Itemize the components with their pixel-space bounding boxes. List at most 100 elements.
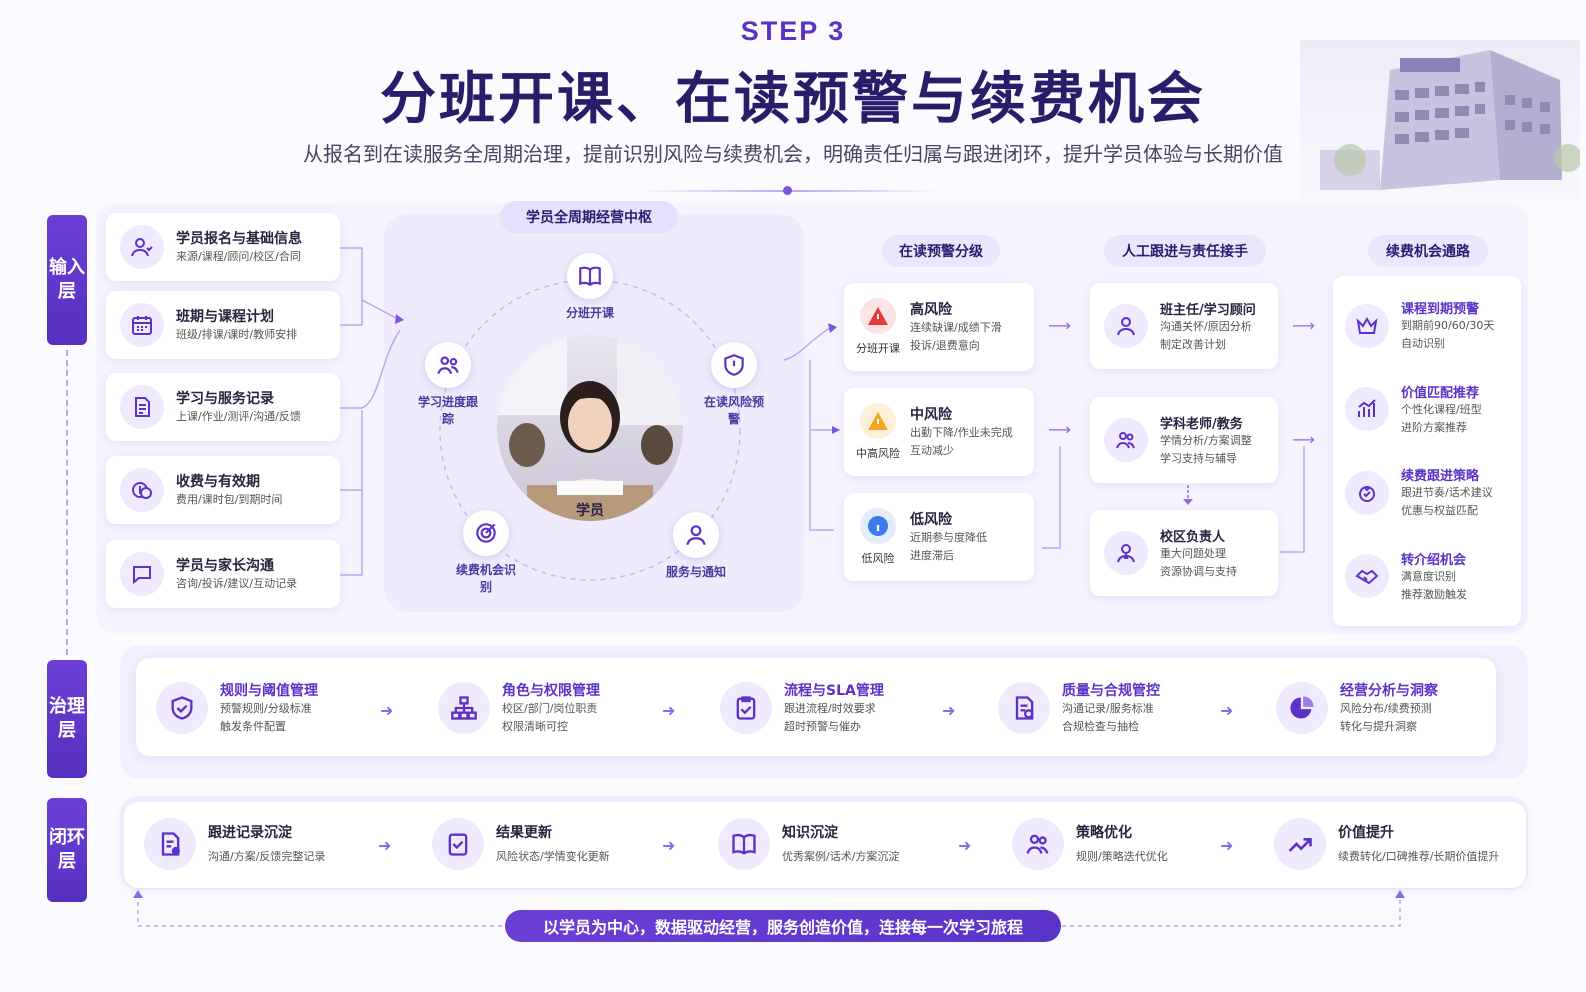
hub-node-risk-warning[interactable]: 在读风险预警 [664,342,804,428]
governance-line: 风险分布/续费预测 [1340,702,1432,715]
renewal-line: 优惠与权益匹配 [1401,504,1478,518]
loop-title: 价值提升 [1338,825,1394,841]
loop-title: 跟进记录沉淀 [208,825,292,841]
manager-icon [1104,531,1148,575]
arrow-right-icon: ➜ [1220,836,1234,855]
org-icon [438,682,490,734]
shield-icon [711,342,757,388]
warning-label: 在读预警分级 [882,235,1000,267]
followup-to-renewal-connector [1280,446,1305,553]
trend-icon [1274,818,1326,870]
renewal-item-expiry[interactable]: 课程到期预警到期前90/60/30天自动识别 [1333,284,1521,368]
arrow-right-icon: ➜ [958,836,972,855]
hub-node-learning-track[interactable]: 学习进度跟踪 [378,342,518,428]
arrow-right-icon: ➜ [662,836,676,855]
followup-card-teacher[interactable]: 学科老师/教务学情分析/方案调整学习支持与辅导 [1090,397,1278,483]
loop-title: 策略优化 [1076,825,1132,841]
warning-triangle-icon [860,298,896,334]
governance-line: 沟通记录/服务标准 [1062,702,1154,715]
notes-icon [144,818,196,870]
risk-line: 互动减少 [910,444,954,457]
followup-title: 校区负责人 [1160,529,1226,545]
arrow-right-icon: ⟶ [1048,420,1071,439]
loop-item-result-update[interactable]: 结果更新风险状态/学情变化更新 [432,818,610,870]
risk-card-low[interactable]: 低风险 低风险近期参与度降低进度滞后 [844,493,1034,581]
renewal-item-recommend[interactable]: 价值匹配推荐个性化课程/班型进阶方案推荐 [1333,368,1521,452]
followup-title: 学科老师/教务 [1160,416,1243,432]
hub-node-service-notify[interactable]: 服务与通知 [626,512,766,581]
governance-item-roles[interactable]: 角色与权限管理校区/部门/岗位职责权限清晰可控 [438,680,600,736]
caution-triangle-icon [860,403,896,439]
input-card-sub: 费用/课时包/到期时间 [176,493,283,506]
loop-item-records[interactable]: 跟进记录沉淀沟通/方案/反馈完整记录 [144,818,325,870]
layer-tab-governance: 治理层 [47,660,87,778]
governance-item-sla[interactable]: 流程与SLA管理跟进流程/时效要求超时预警与催办 [720,680,884,736]
hub-node-class-start[interactable]: 分班开课 [520,253,660,322]
loop-item-knowledge[interactable]: 知识沉淀优秀案例/话术/方案沉淀 [718,818,899,870]
hub-node-renewal-detect[interactable]: 续费机会识别 [416,510,556,596]
governance-title: 流程与SLA管理 [784,683,884,699]
chart-icon [1345,387,1389,432]
risk-badge-label: 低风险 [861,552,895,565]
hub-ring [439,279,741,581]
renewal-item-strategy[interactable]: 续费跟进策略跟进节奏/话术建议优惠与权益匹配 [1333,451,1521,535]
input-card-title: 收费与有效期 [176,474,260,490]
governance-title: 质量与合规管控 [1062,683,1160,699]
loop-title: 结果更新 [496,825,552,841]
user-card-icon [120,225,164,269]
hub-center-label: 学员 [576,503,604,519]
arrow-right-icon: ⟶ [1292,316,1315,335]
governance-item-rules[interactable]: 规则与阈值管理预警规则/分级标准触发条件配置 [156,680,318,736]
loop-sub: 规则/策略迭代优化 [1076,850,1168,863]
renewal-label: 续费机会通路 [1368,235,1488,267]
loop-item-optimize[interactable]: 策略优化规则/策略迭代优化 [1012,818,1168,870]
input-card-billing[interactable]: 收费与有效期费用/课时包/到期时间 [106,456,340,524]
input-card-communication[interactable]: 学员与家长沟通咨询/投诉/建议/互动记录 [106,540,340,608]
renewal-line: 个性化课程/班型 [1401,402,1482,416]
followup-card-advisor[interactable]: 班主任/学习顾问沟通关怀/原因分析制定改善计划 [1090,283,1278,369]
renewal-title: 价值匹配推荐 [1401,385,1480,401]
renewal-line: 推荐激励触发 [1401,587,1467,601]
layer-tab-input: 输入层 [47,215,87,345]
risk-card-high[interactable]: 分班开课 高风险连续缺课/成绩下滑投诉/退费意向 [844,283,1034,371]
page-title: 分班开课、在读预警与续费机会 [380,67,1206,132]
loop-sub: 续费转化/口碑推荐/长期价值提升 [1338,850,1500,863]
followup-line: 学习支持与辅导 [1160,451,1237,465]
hub-to-warning-connector [783,323,840,531]
followup-line: 资源协调与支持 [1160,564,1237,578]
renewal-line: 满意度识别 [1401,569,1456,583]
loop-item-value[interactable]: 价值提升续费转化/口碑推荐/长期价值提升 [1274,818,1499,870]
followup-card-campus-lead[interactable]: 校区负责人重大问题处理资源协调与支持 [1090,510,1278,596]
input-card-enrollment[interactable]: 学员报名与基础信息来源/课程/顾问/校区/合同 [106,213,340,281]
followup-label: 人工跟进与责任接手 [1104,235,1266,267]
input-card-title: 学员与家长沟通 [176,558,274,574]
governance-title: 经营分析与洞察 [1340,683,1438,699]
governance-item-quality[interactable]: 质量与合规管控沟通记录/服务标准合规检查与抽检 [998,680,1160,736]
governance-item-analytics[interactable]: 经营分析与洞察风险分布/续费预测转化与提升洞察 [1276,680,1438,736]
pie-icon [1276,682,1328,734]
hub-node-label: 续费机会识别 [456,563,517,594]
renewal-item-referral[interactable]: 转介绍机会满意度识别推荐激励触发 [1333,535,1521,619]
input-card-schedule[interactable]: 班期与课程计划班级/排课/课时/教师安排 [106,291,340,359]
input-card-sub: 上课/作业/测评/沟通/反馈 [176,410,301,423]
risk-title: 中风险 [910,407,952,423]
input-card-sub: 咨询/投诉/建议/互动记录 [176,577,298,590]
governance-line: 跟进流程/时效要求 [784,702,876,715]
arrow-down-icon [1182,485,1194,507]
input-card-learning-records[interactable]: 学习与服务记录上课/作业/测评/沟通/反馈 [106,373,340,441]
advisor-icon [1104,304,1148,348]
title-divider-dot [783,186,792,195]
target-icon [463,510,509,556]
followup-title: 班主任/学习顾问 [1160,302,1256,318]
risk-badge-label: 中高风险 [856,447,900,460]
risk-card-medium[interactable]: 中高风险 中风险出勤下降/作业未完成互动减少 [844,388,1034,476]
arrow-right-icon: ➜ [1220,701,1234,720]
input-card-sub: 来源/课程/顾问/校区/合同 [176,250,301,263]
governance-line: 超时预警与催办 [784,720,861,733]
person-icon [673,512,719,558]
arrow-right-icon: ➜ [662,701,676,720]
governance-line: 触发条件配置 [220,720,286,733]
loop-sub: 风险状态/学情变化更新 [496,850,610,863]
footer-slogan: 以学员为中心，数据驱动经营，服务创造价值，连接每一次学习旅程 [505,910,1061,942]
followup-line: 学情分析/方案调整 [1160,433,1252,447]
